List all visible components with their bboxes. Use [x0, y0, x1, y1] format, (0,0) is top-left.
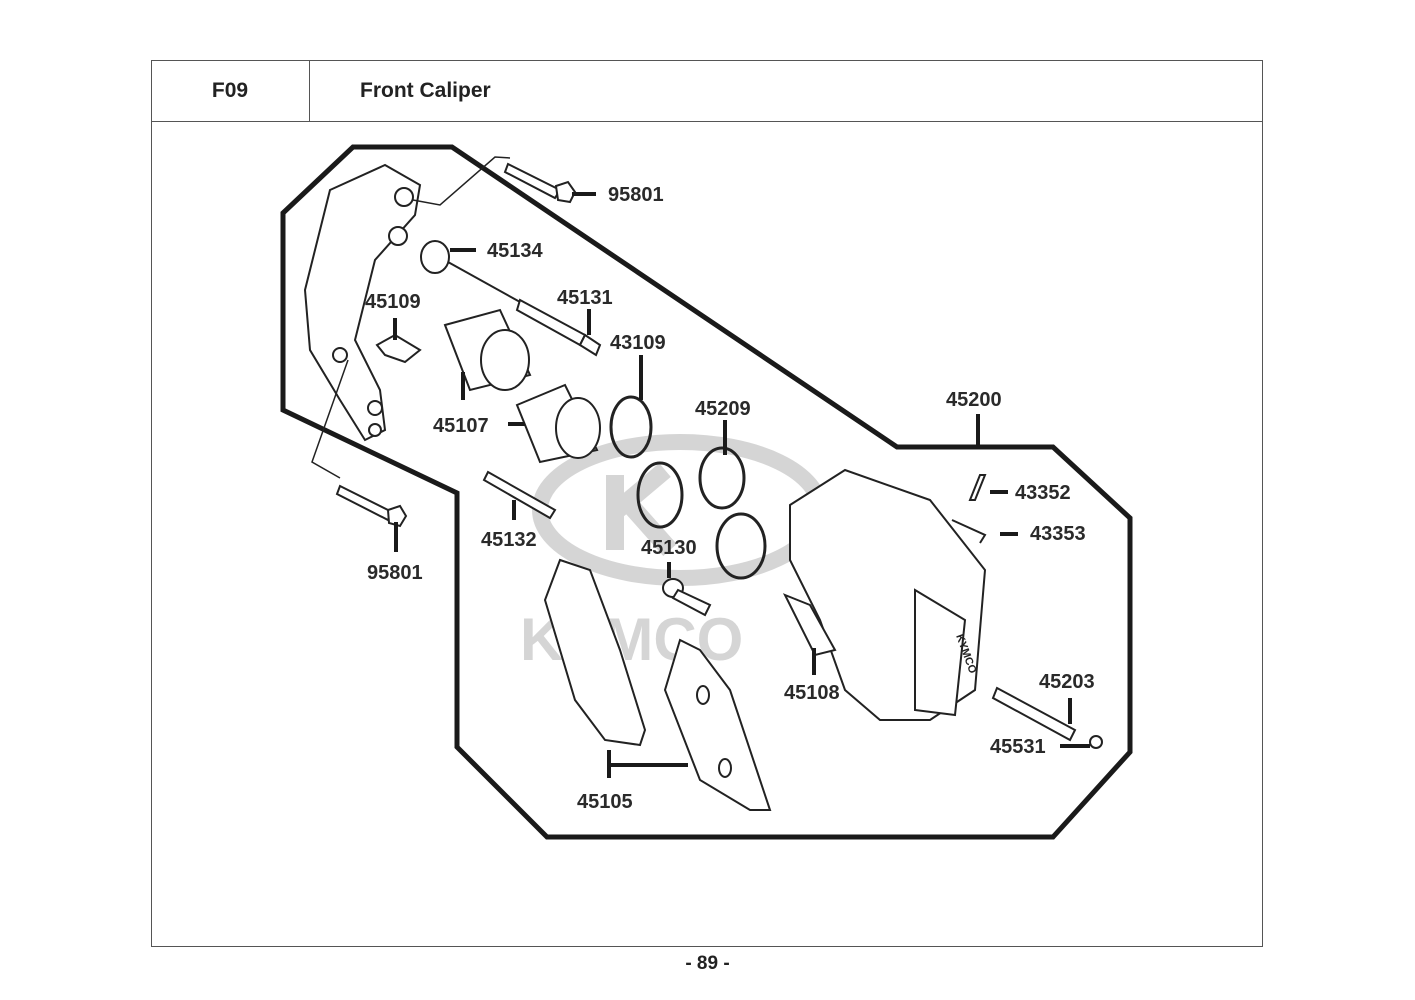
part-label-95801-lower: 95801	[367, 562, 423, 584]
section-code: F09	[151, 60, 310, 122]
part-label-45203: 45203	[1039, 671, 1095, 693]
part-label-45531: 45531	[990, 736, 1046, 758]
header-divider	[310, 121, 1263, 122]
part-label-45105: 45105	[577, 791, 633, 813]
clip-drawing	[375, 333, 422, 364]
pin-drawing	[662, 578, 712, 617]
part-label-45130: 45130	[641, 537, 697, 559]
bolt-upper-drawing	[503, 162, 577, 204]
part-label-45134: 45134	[487, 240, 543, 262]
part-label-45108: 45108	[784, 682, 840, 704]
pad-pin-drawing	[991, 686, 1103, 749]
seal-drawings	[609, 395, 767, 580]
bolt-lower-drawing	[335, 484, 408, 528]
section-title: Front Caliper	[360, 79, 491, 102]
pads-drawing	[543, 558, 772, 811]
part-label-45107: 45107	[433, 415, 489, 437]
part-label-43109: 43109	[610, 332, 666, 354]
slide-pin-drawing	[515, 298, 602, 357]
caliper-body-drawing: KYMCO	[782, 468, 987, 721]
pin-bolt-drawing	[482, 470, 557, 520]
part-label-45209: 45209	[695, 398, 751, 420]
piston-drawings	[443, 308, 601, 464]
callout-leaders	[393, 192, 1090, 778]
part-label-45132: 45132	[481, 529, 537, 551]
part-label-95801-upper: 95801	[608, 184, 664, 206]
part-label-45131: 45131	[557, 287, 613, 309]
part-label-43352: 43352	[1015, 482, 1071, 504]
boot-drawing	[420, 240, 521, 303]
diagram-frame	[151, 60, 1263, 947]
part-label-43353: 43353	[1030, 523, 1086, 545]
page-number: - 89 -	[685, 953, 730, 974]
part-label-45200: 45200	[946, 389, 1002, 411]
bleeder-drawing	[951, 474, 987, 544]
part-label-45109: 45109	[365, 291, 421, 313]
assembly-outline	[280, 144, 1133, 840]
caliper-bracket	[303, 163, 422, 442]
